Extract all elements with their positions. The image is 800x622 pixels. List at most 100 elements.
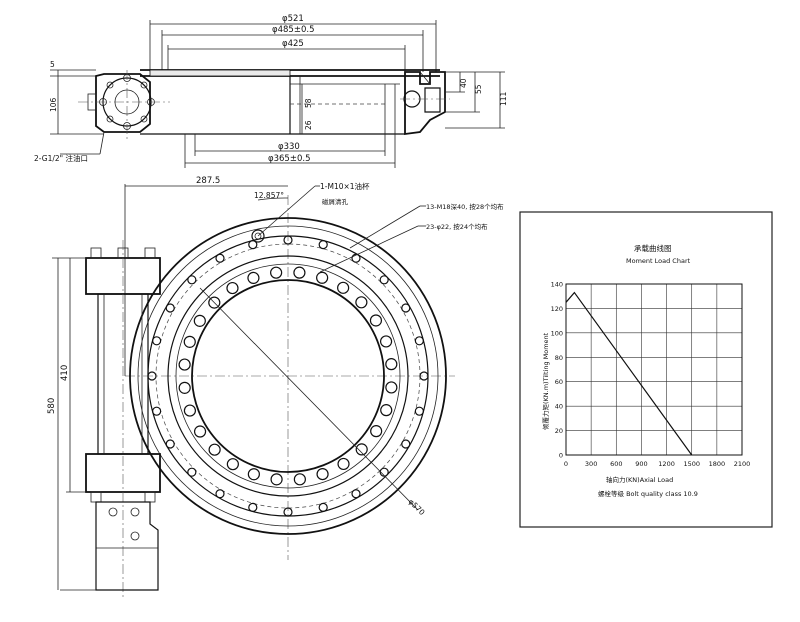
outer-bolt-hole bbox=[187, 467, 197, 477]
inner-bolt-hole bbox=[380, 404, 393, 417]
chart-y-tick-label: 60 bbox=[555, 378, 563, 386]
chart-x-tick-label: 0 bbox=[564, 460, 568, 468]
inner-bolt-holes bbox=[178, 266, 398, 486]
dim-111: 111 bbox=[499, 91, 508, 106]
outer-bolt-hole bbox=[248, 240, 258, 250]
chart-y-tick-label: 20 bbox=[555, 427, 563, 435]
dim-55: 55 bbox=[474, 84, 483, 94]
grease-nipple-icon bbox=[251, 229, 265, 243]
inner-bolt-hole bbox=[293, 473, 306, 486]
inner-bolt-hole bbox=[226, 281, 239, 295]
inner-bolt-hole bbox=[385, 381, 398, 394]
dim-365: φ365±0.5 bbox=[268, 154, 310, 164]
inner-bolt-hole bbox=[183, 335, 196, 348]
dim-287: 287.5 bbox=[196, 176, 220, 186]
inner-bolt-hole bbox=[316, 467, 329, 481]
inner-bolt-hole bbox=[208, 443, 221, 456]
moment-load-chart: 承载曲线图 Moment Load Chart 倾覆力矩(KN.m)Tiltin… bbox=[519, 211, 773, 528]
dim-410: 410 bbox=[60, 365, 70, 381]
dim-106: 106 bbox=[49, 97, 58, 112]
note-m18: 13-M18深40, 按28个均布 bbox=[426, 202, 504, 211]
inner-bolt-hole bbox=[193, 425, 207, 438]
chart-x-tick-label: 600 bbox=[610, 460, 622, 468]
dim-425: φ425 bbox=[282, 39, 304, 49]
chart-title: 承载曲线图 bbox=[634, 243, 672, 253]
inner-bolt-hole bbox=[293, 266, 306, 279]
inner-bolt-hole bbox=[226, 458, 239, 471]
outer-bolt-hole bbox=[351, 489, 361, 499]
outer-bolt-hole bbox=[318, 502, 328, 512]
outer-bolt-hole bbox=[318, 240, 328, 250]
outer-bolt-hole bbox=[379, 467, 389, 477]
chart-y-tick-label: 0 bbox=[559, 452, 563, 460]
outer-bolt-hole bbox=[187, 275, 197, 285]
outer-bolt-hole bbox=[401, 303, 411, 313]
inner-bolt-hole bbox=[178, 358, 191, 371]
inner-bolt-hole bbox=[270, 266, 283, 279]
section-view: φ521 φ485±0.5 φ425 40 55 111 58 2 bbox=[34, 14, 508, 168]
inner-bolt-hole bbox=[337, 457, 350, 471]
inner-bolt-hole bbox=[379, 335, 393, 348]
inner-bolt-hole bbox=[355, 296, 368, 309]
dim-570: φ570 bbox=[407, 497, 427, 517]
dim-580: 580 bbox=[47, 398, 57, 414]
outer-bolt-hole bbox=[165, 303, 175, 313]
dim-40: 40 bbox=[459, 78, 468, 88]
chart-axes-box bbox=[565, 283, 743, 456]
inner-bolt-hole bbox=[370, 425, 383, 438]
outer-bolt-hole bbox=[401, 439, 411, 449]
outer-bolt-hole bbox=[283, 235, 293, 245]
chart-ylabel: 倾覆力矩(KN.m)Tilting Moment bbox=[541, 332, 550, 430]
inner-bolt-hole bbox=[270, 473, 283, 486]
chart-xlabel: 轴向力(KN)Axial Load bbox=[606, 475, 673, 484]
chart-x-tick-label: 1500 bbox=[683, 460, 700, 468]
dim-330: φ330 bbox=[278, 142, 300, 152]
inner-bolt-hole bbox=[178, 381, 191, 394]
outer-bolt-hole bbox=[165, 439, 175, 449]
inner-bolt-hole bbox=[247, 468, 260, 481]
chart-frame bbox=[519, 211, 773, 528]
inner-bolt-hole bbox=[193, 314, 206, 327]
inner-bolt-hole bbox=[355, 443, 368, 456]
inner-bolt-hole bbox=[247, 271, 260, 285]
inner-bolt-hole bbox=[385, 358, 398, 371]
inner-bolt-hole bbox=[337, 281, 350, 294]
outer-bolt-hole bbox=[215, 253, 225, 263]
chart-y-tick-label: 40 bbox=[555, 403, 563, 411]
front-view: 1-M10×1油杯 磁屑清孔 13-M18深40, 按28个均布 23-φ22,… bbox=[47, 176, 504, 600]
chart-plot-area: 0 300 600 900 1200 1500 1800 2100 0 20 40 60 80 100 12… bbox=[551, 281, 751, 469]
chart-y-tick-label: 100 bbox=[551, 329, 563, 337]
outer-bolt-hole bbox=[379, 275, 389, 285]
port-label: 2-G1/2" 注油口 bbox=[34, 153, 88, 163]
outer-bolt-hole bbox=[152, 336, 162, 346]
chart-y-tick-label: 140 bbox=[551, 281, 563, 289]
note-22: 23-φ22, 按24个均布 bbox=[426, 222, 488, 231]
chart-x-tick-label: 900 bbox=[635, 460, 647, 468]
dim-5: 5 bbox=[50, 60, 55, 69]
outer-bolt-hole bbox=[351, 253, 361, 263]
chart-y-tick-label: 80 bbox=[555, 354, 563, 362]
outer-bolt-hole bbox=[152, 406, 162, 416]
inner-bolt-hole bbox=[208, 296, 221, 309]
chart-x-tick-label: 1800 bbox=[709, 460, 726, 468]
inner-bolt-hole bbox=[316, 271, 329, 284]
dim-58: 58 bbox=[304, 98, 313, 108]
chart-series-line bbox=[565, 291, 693, 456]
chart-y-tick-label: 120 bbox=[551, 305, 563, 313]
dim-26: 26 bbox=[304, 120, 313, 130]
dim-521: φ521 bbox=[282, 14, 304, 24]
outer-bolt-hole bbox=[414, 406, 424, 416]
outer-bolt-hole bbox=[414, 336, 424, 346]
chart-footer: 螺栓等级 Bolt quality class 10.9 bbox=[598, 489, 698, 498]
outer-bolt-holes bbox=[147, 235, 429, 517]
chart-x-tick-label: 2100 bbox=[734, 460, 751, 468]
note-m10: 1-M10×1油杯 bbox=[320, 181, 370, 191]
outer-bolt-hole bbox=[283, 507, 293, 517]
dim-485: φ485±0.5 bbox=[272, 25, 314, 35]
outer-bolt-hole bbox=[215, 489, 225, 499]
chart-x-tick-label: 300 bbox=[585, 460, 597, 468]
chart-x-tick-label: 1200 bbox=[658, 460, 675, 468]
outer-bolt-hole bbox=[248, 502, 258, 512]
note-m10-sub: 磁屑清孔 bbox=[322, 197, 349, 206]
